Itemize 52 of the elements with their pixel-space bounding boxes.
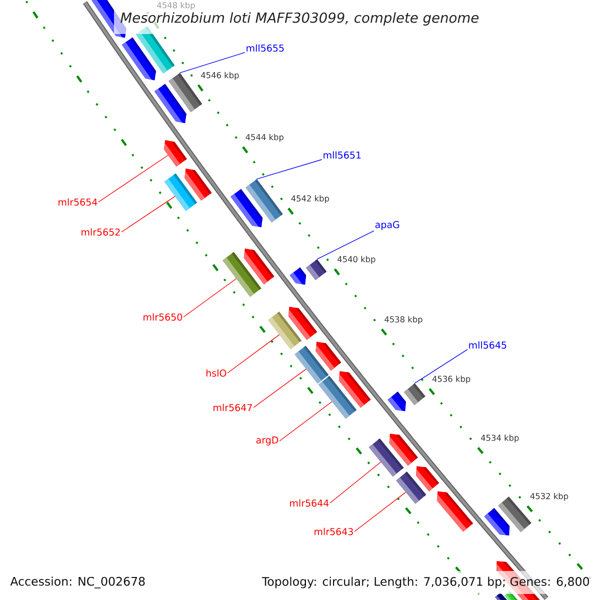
scale-label: 4544 kbp (246, 134, 284, 142)
gene-label: mlr5647 (214, 404, 252, 412)
scale-label: 4534 kbp (480, 434, 519, 442)
gene-block (294, 346, 329, 384)
pointed-gene-block (437, 491, 474, 532)
map-note: Topology: circular; Length: 7,036,071 bp; Genes: 6,800 (255, 571, 596, 594)
gene-label: apaG (375, 220, 400, 230)
leader-line (253, 368, 306, 408)
pointed-gene-block (230, 188, 262, 228)
gene-label: mll5655 (246, 44, 284, 52)
gene-label: mll5651 (324, 151, 361, 159)
scale-label: 4532 kbp (530, 492, 568, 501)
gene-label: mlr5652 (82, 228, 120, 236)
leader-line (354, 492, 406, 532)
pointed-gene-block (122, 37, 156, 80)
pointed-gene-block (388, 392, 406, 412)
gene-block (368, 438, 404, 477)
gene-block (268, 312, 302, 350)
gene-block (222, 252, 262, 297)
leader-line (98, 154, 168, 202)
gene-label: argD (256, 436, 278, 446)
pointed-gene-block (484, 508, 510, 536)
leader-line (227, 334, 280, 374)
map-note: Accession: NC_002678 (5, 571, 148, 594)
gene-label: hslO (206, 369, 226, 377)
scale-label: 4542 kbp (291, 195, 329, 204)
leader-line (121, 196, 176, 232)
gene-label: mlr5643 (314, 528, 353, 536)
leader-line (414, 349, 468, 384)
leader-line (279, 401, 332, 442)
gene-label: mll5645 (469, 341, 506, 349)
gene-block (404, 383, 426, 406)
pointed-gene-block (164, 140, 187, 167)
gene-block (306, 259, 327, 280)
gene-label: mlr5654 (58, 198, 98, 206)
scale-label: 4538 kbp (384, 316, 422, 324)
gene-label: mlr5644 (290, 499, 329, 507)
gene-block (164, 173, 198, 211)
gene-block (396, 472, 426, 504)
pointed-gene-block (290, 267, 306, 285)
leader-line (330, 462, 382, 504)
leader-line (256, 159, 322, 180)
scale-label: 4536 kbp (432, 376, 470, 384)
gene-label: mlr5650 (144, 313, 182, 321)
scale-label: 4540 kbp (338, 256, 376, 264)
leader-line (316, 230, 374, 260)
pointed-gene-block (416, 466, 440, 492)
gene-block (318, 376, 357, 419)
scale-label: 4548 kbp (157, 2, 195, 10)
scale-label: 4546 kbp (201, 72, 239, 80)
leader-line (183, 278, 237, 318)
pointed-gene-block (154, 84, 186, 124)
